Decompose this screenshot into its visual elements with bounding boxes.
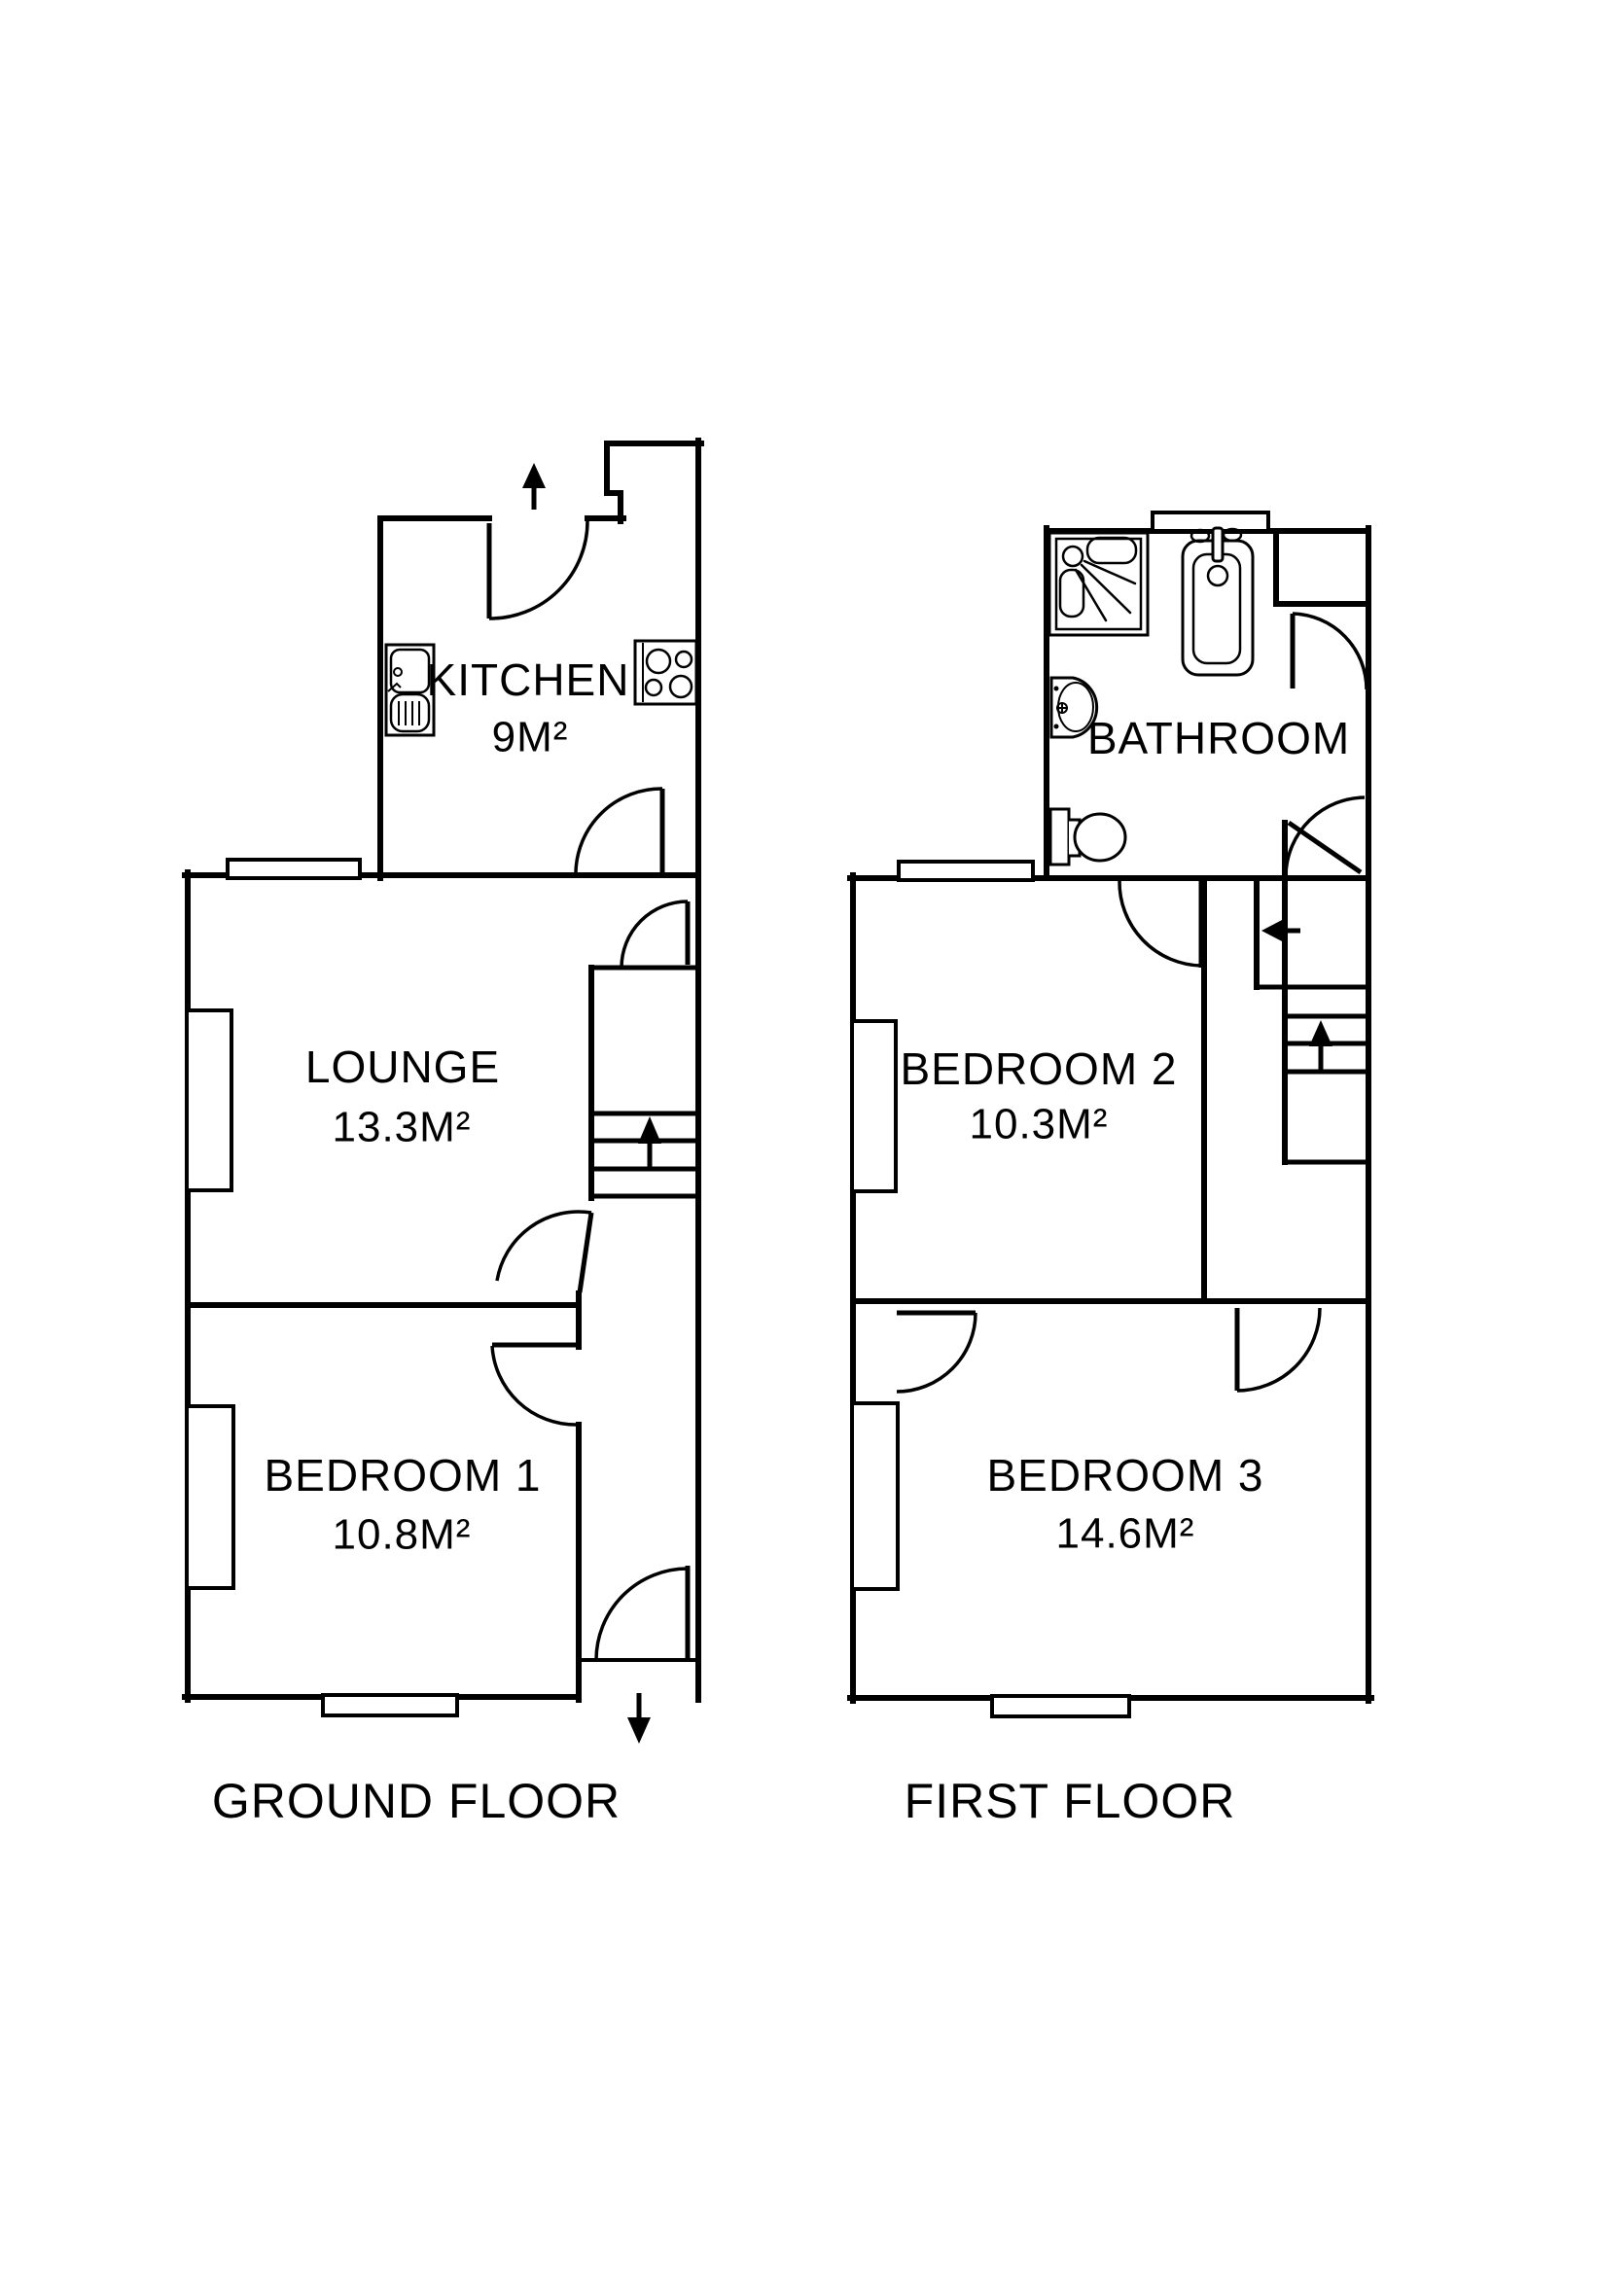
lounge-left-window xyxy=(185,1008,233,1192)
ground-floor-title: GROUND FLOOR xyxy=(212,1774,621,1828)
bedroom2-door xyxy=(1118,880,1204,968)
landing-door xyxy=(1284,795,1366,875)
first-floor-stairs xyxy=(1254,919,1371,1165)
toilet-icon xyxy=(1048,807,1127,866)
shower-icon xyxy=(1048,531,1150,637)
bathroom-label: BATHROOM xyxy=(1087,713,1350,763)
ground-floor-windows xyxy=(185,858,459,1717)
bedroom1-bottom-window xyxy=(321,1693,459,1717)
stairs-hall-door xyxy=(620,900,691,969)
bathroom-door xyxy=(1290,612,1368,690)
bathtub-icon xyxy=(1181,526,1255,677)
bedroom3-right-door xyxy=(1234,1307,1322,1393)
stairs-up-arrow-icon xyxy=(638,1116,661,1167)
bedroom1-area-label: 10.8M² xyxy=(333,1511,472,1559)
bedroom3-left-window xyxy=(850,1401,900,1591)
first-floor-title: FIRST FLOOR xyxy=(905,1774,1236,1828)
back-door-exit-arrow-icon xyxy=(522,463,546,510)
bedroom2-left-window xyxy=(850,1019,898,1193)
stairs-up-arrow-icon xyxy=(1309,1020,1332,1072)
ground-floor-plan: KITCHEN 9M² LOUNGE 13.3M² BEDROOM 1 10.8… xyxy=(182,438,704,1828)
bedroom3-left-door xyxy=(896,1310,977,1394)
back-door xyxy=(486,520,589,620)
chimney-recess xyxy=(604,441,704,524)
first-floor-windows xyxy=(850,511,1270,1718)
basin-icon xyxy=(1049,676,1099,739)
kitchen-label: KITCHEN xyxy=(427,654,630,705)
lounge-area-label: 13.3M² xyxy=(333,1104,472,1151)
front-door xyxy=(577,1566,700,1662)
bedroom2-area-label: 10.3M² xyxy=(970,1101,1109,1148)
bathroom-top-window xyxy=(1151,511,1270,533)
airing-cupboard xyxy=(1273,528,1371,607)
bedroom1-left-window xyxy=(185,1404,235,1590)
bedroom2-top-window xyxy=(897,860,1035,882)
bedroom3-area-label: 14.6M² xyxy=(1056,1510,1195,1558)
lounge-door xyxy=(495,1210,594,1293)
kitchen-door xyxy=(574,787,665,873)
ground-floor-stairs xyxy=(588,965,701,1199)
hob-icon xyxy=(633,639,698,706)
bedroom1-door xyxy=(490,1342,579,1427)
lounge-top-window xyxy=(226,858,362,880)
bedroom3-label: BEDROOM 3 xyxy=(986,1450,1263,1501)
landing-left-arrow-icon xyxy=(1261,919,1300,942)
kitchen-area-label: 9M² xyxy=(492,714,569,761)
bedroom2-label: BEDROOM 2 xyxy=(900,1043,1177,1094)
kitchen-sink-icon xyxy=(384,643,436,737)
front-door-exit-arrow-icon xyxy=(627,1693,651,1744)
lounge-label: LOUNGE xyxy=(305,1042,500,1092)
first-floor-plan: BATHROOM BEDROOM 2 10.3M² BEDROOM 3 14.6… xyxy=(847,511,1374,1828)
bedroom1-label: BEDROOM 1 xyxy=(264,1450,541,1501)
bedroom3-bottom-window xyxy=(990,1694,1131,1718)
